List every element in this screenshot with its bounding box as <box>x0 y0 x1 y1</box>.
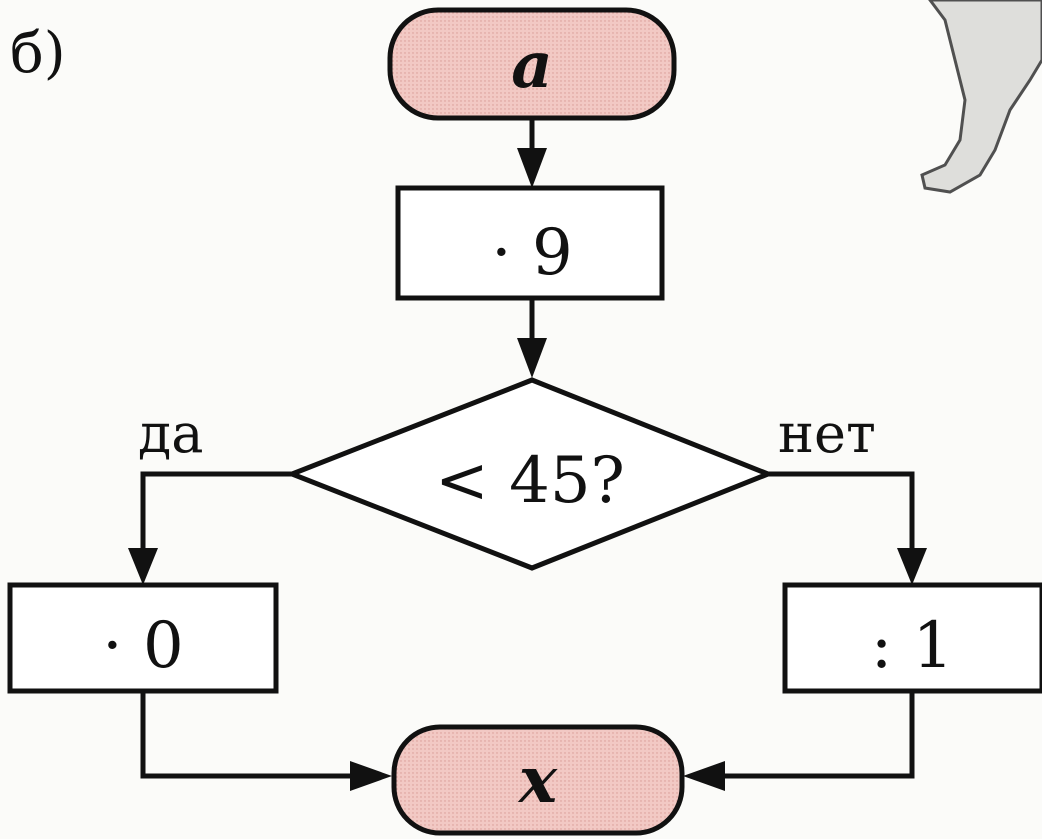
no-label: нет <box>778 402 876 465</box>
connector-no-branch <box>768 471 927 585</box>
condition-label: < 45? <box>435 444 625 518</box>
connector-yes-end <box>140 691 392 791</box>
end-label: x <box>517 743 558 818</box>
start-label: a <box>511 28 552 103</box>
diagram-label: б) <box>10 21 66 86</box>
yes-step-label: · 0 <box>102 609 183 683</box>
step-divide-1: : 1 <box>782 582 1042 694</box>
step1-label: · 9 <box>491 216 572 290</box>
end-terminal: x <box>391 724 685 836</box>
connector-no-end <box>683 691 915 791</box>
connector-start-step1 <box>517 118 547 188</box>
step-multiply-9: · 9 <box>395 185 665 301</box>
connector-yes-branch <box>128 471 292 585</box>
step-multiply-0: · 0 <box>7 582 279 694</box>
yes-label: да <box>138 402 203 465</box>
start-terminal: a <box>387 7 677 121</box>
connector-step1-decision <box>517 298 547 378</box>
decorative-figure-icon <box>920 0 1042 194</box>
decision-diamond: < 45? <box>285 377 775 571</box>
no-step-label: : 1 <box>871 609 954 683</box>
